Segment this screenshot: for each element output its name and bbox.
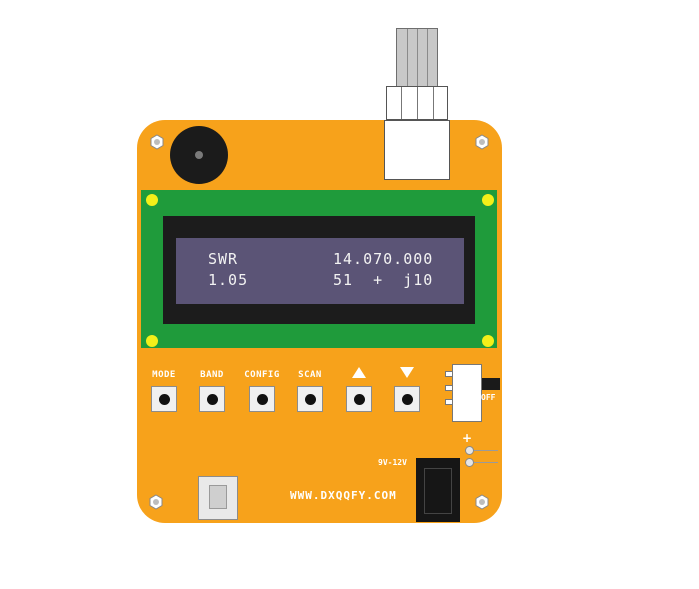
mode-button[interactable] (151, 386, 177, 412)
lcd-screen: SWR 14.070.000 1.05 51 + j10 (176, 238, 464, 304)
mounting-hole-icon (475, 494, 489, 510)
down-button[interactable] (394, 386, 420, 412)
mounting-hole-icon (149, 494, 163, 510)
usb-port[interactable] (198, 476, 238, 520)
triangle-down-icon (400, 367, 414, 378)
bnc-connector-barrel (396, 28, 438, 88)
config-button-label: CONFIG (244, 370, 280, 380)
bnc-connector-socket[interactable] (384, 120, 450, 180)
lcd-corner-dot (482, 335, 494, 347)
power-pad-icon (465, 458, 474, 467)
up-button[interactable] (346, 386, 372, 412)
power-trace (474, 450, 498, 451)
power-switch-body (445, 364, 482, 422)
scan-button-label: SCAN (298, 370, 322, 380)
mounting-hole-icon (150, 134, 164, 150)
band-button-label: BAND (200, 370, 224, 380)
scan-button[interactable] (297, 386, 323, 412)
buzzer-center (195, 151, 203, 159)
lcd-line-1: SWR 14.070.000 (176, 250, 464, 268)
power-switch-toggle[interactable] (482, 378, 500, 390)
band-button[interactable] (199, 386, 225, 412)
config-button[interactable] (249, 386, 275, 412)
lcd-impedance: 51 + j10 (333, 271, 434, 289)
lcd-corner-dot (482, 194, 494, 206)
off-label: OFF (481, 393, 496, 402)
polarity-plus-label: + (462, 431, 473, 445)
lcd-line-2: 1.05 51 + j10 (176, 271, 464, 289)
triangle-up-icon (352, 367, 366, 378)
lcd-frequency: 14.070.000 (333, 250, 434, 268)
power-trace (474, 462, 498, 463)
power-pad-icon (465, 446, 474, 455)
usb-icon (209, 485, 227, 509)
lcd-corner-dot (146, 335, 158, 347)
website-label: WWW.DXQQFY.COM (290, 489, 397, 502)
voltage-label: 9V-12V (378, 458, 407, 467)
mounting-hole-icon (475, 134, 489, 150)
lcd-corner-dot (146, 194, 158, 206)
lcd-mode-label: SWR (208, 250, 239, 268)
dc-power-jack[interactable] (416, 458, 460, 522)
bnc-connector-nut (386, 86, 448, 120)
lcd-swr-value: 1.05 (208, 271, 249, 289)
mode-button-label: MODE (152, 370, 176, 380)
